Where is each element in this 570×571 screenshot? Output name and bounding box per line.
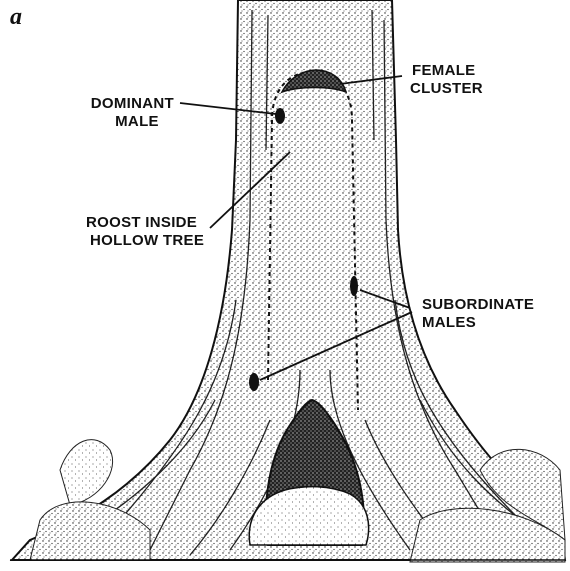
- label-roost-line2: HOLLOW TREE: [86, 232, 204, 250]
- dominant-male: [275, 108, 285, 124]
- label-dominant-male-line2: MALE: [82, 113, 174, 131]
- label-female-cluster-line2: CLUSTER: [410, 80, 483, 98]
- subordinate-male-upper: [350, 276, 358, 296]
- panel-letter: a: [10, 4, 22, 31]
- label-roost-line1: ROOST INSIDE: [86, 214, 204, 232]
- label-subordinate-males: SUBORDINATE MALES: [422, 296, 534, 332]
- label-dominant-male: DOMINANT MALE: [82, 95, 174, 131]
- label-dominant-male-line1: DOMINANT: [82, 95, 174, 113]
- label-female-cluster: FEMALE CLUSTER: [410, 62, 483, 98]
- label-roost-inside-hollow-tree: ROOST INSIDE HOLLOW TREE: [86, 214, 204, 250]
- label-subordinate-line1: SUBORDINATE: [422, 296, 534, 314]
- subordinate-male-lower: [249, 373, 259, 391]
- label-female-cluster-line1: FEMALE: [410, 62, 483, 80]
- label-subordinate-line2: MALES: [422, 314, 534, 332]
